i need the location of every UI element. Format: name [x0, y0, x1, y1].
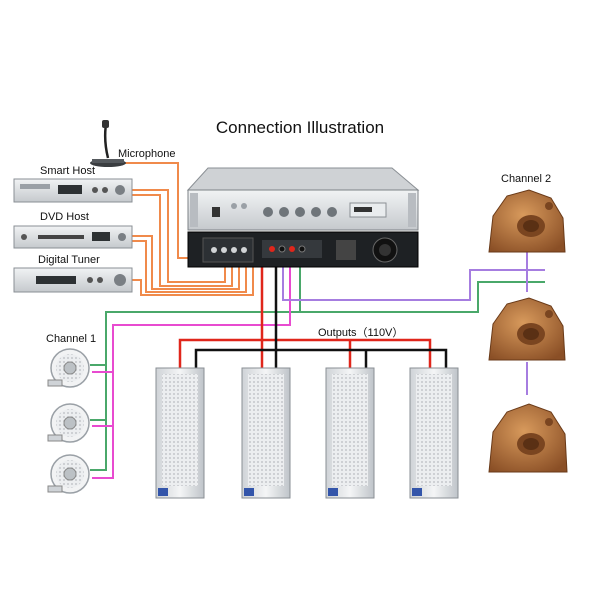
ceiling-speaker-icon: [47, 348, 90, 388]
label-digital-tuner: Digital Tuner: [38, 254, 100, 266]
ceiling-speaker-icon: [47, 403, 90, 443]
label-channel-2: Channel 2: [501, 173, 552, 185]
rack-unit-icon: [13, 267, 133, 293]
ceiling-speaker-icon: [47, 454, 90, 494]
column-speaker-icon: [155, 367, 205, 499]
rock-speaker-icon: [488, 189, 566, 253]
column-speaker-icon: [241, 367, 291, 499]
label-dvd-host: DVD Host: [40, 211, 89, 223]
channel-1-speakers: [47, 348, 90, 494]
digital-tuner-device: [13, 267, 133, 293]
gooseneck-microphone-icon: [90, 120, 126, 167]
label-smart-host: Smart Host: [40, 165, 96, 177]
rock-speaker-icon: [488, 297, 566, 361]
rack-unit-icon: [13, 225, 133, 249]
channel-2-speakers: [488, 189, 568, 473]
label-microphone: Microphone: [118, 148, 176, 160]
mixer-amplifier: [186, 167, 420, 268]
column-speakers: [155, 367, 459, 499]
pink-channel-wire: [92, 262, 291, 373]
diagram-title: Connection Illustration: [215, 118, 385, 137]
column-speaker-icon: [325, 367, 375, 499]
label-outputs: Outputs（110V）: [318, 327, 404, 339]
purple-channel-wire: [282, 262, 545, 301]
dvd-host-device: [13, 225, 133, 249]
microphone: [90, 120, 126, 167]
label-channel-1: Channel 1: [46, 333, 97, 345]
mixer-amplifier-icon: [186, 167, 420, 268]
column-speaker-icon: [409, 367, 459, 499]
rack-unit-icon: [13, 178, 133, 203]
rock-speaker-icon: [488, 403, 568, 473]
wires: [90, 162, 545, 479]
green-channel-wire: [90, 281, 545, 366]
smart-host-device: [13, 178, 133, 203]
